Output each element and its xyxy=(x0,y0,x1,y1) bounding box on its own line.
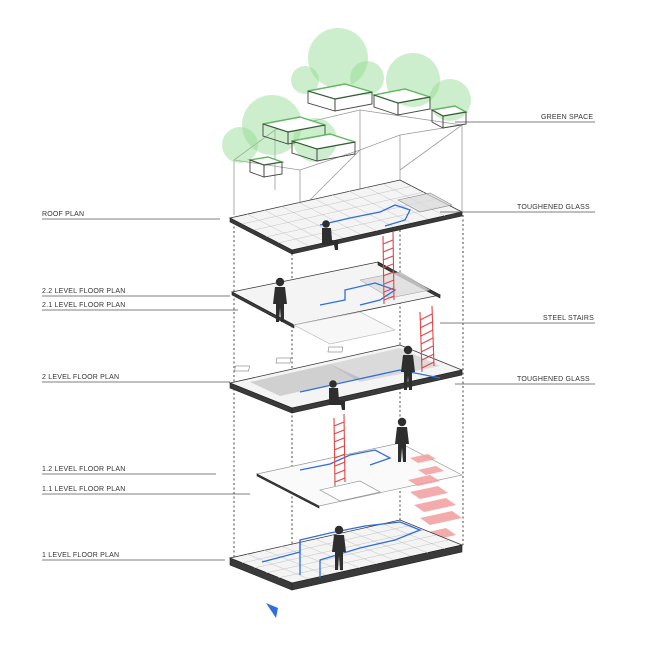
label-level-2-2: 2.2 LEVEL FLOOR PLAN xyxy=(42,288,126,295)
steel-stairs-middle xyxy=(419,305,435,373)
label-roof-plan: ROOF PLAN xyxy=(42,211,84,218)
north-arrow-icon xyxy=(266,603,278,618)
steel-stairs-upper xyxy=(382,231,395,305)
roof-plan-plate xyxy=(228,179,464,255)
label-level-2: 2 LEVEL FLOOR PLAN xyxy=(42,374,119,381)
level-2-plate xyxy=(228,344,464,414)
label-level-1-2: 1.2 LEVEL FLOOR PLAN xyxy=(42,466,126,473)
label-green-space: GREEN SPACE xyxy=(541,114,593,121)
callout-labels: GREEN SPACE ROOF PLAN TOUGHENED GLASS 2.… xyxy=(42,114,594,559)
label-level-1-1: 1.1 LEVEL FLOOR PLAN xyxy=(42,486,126,493)
green-planter-boxes xyxy=(247,83,469,178)
label-toughened-glass-upper: TOUGHENED GLASS xyxy=(517,204,590,211)
label-level-2-1: 2.1 LEVEL FLOOR PLAN xyxy=(42,302,126,309)
label-level-1: 1 LEVEL FLOOR PLAN xyxy=(42,552,119,559)
steel-stairs-lower xyxy=(333,413,346,487)
label-toughened-glass-lower: TOUGHENED GLASS xyxy=(517,376,590,383)
leader-lines xyxy=(42,121,595,561)
level-2-1-plate xyxy=(292,311,397,345)
label-steel-stairs: STEEL STAIRS xyxy=(543,315,594,322)
level-1-2-plate xyxy=(255,417,464,509)
level-1-plate xyxy=(228,519,464,591)
